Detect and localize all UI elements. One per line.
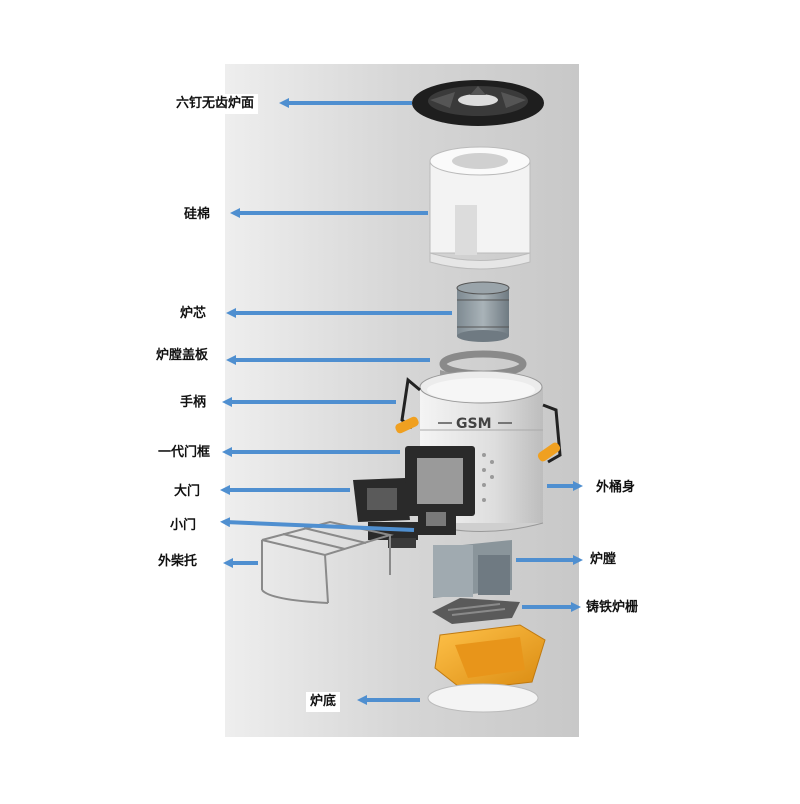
label-chamber-cover: 炉膛盖板 — [152, 346, 213, 366]
label-cast-iron-grate: 铸铁炉栅 — [582, 598, 643, 618]
gsm-logo: GSM — [438, 416, 512, 432]
arrows — [220, 98, 583, 705]
cast-iron-grate-part — [432, 598, 520, 624]
door-frame-part — [405, 446, 475, 516]
label-handle: 手柄 — [176, 393, 211, 413]
label-outer-bucket: 外桶身 — [592, 478, 640, 498]
label-stove-core: 炉芯 — [176, 304, 211, 324]
label-silica-wool: 硅棉 — [180, 205, 215, 225]
big-door-part — [353, 478, 410, 522]
label-big-door: 大门 — [170, 482, 205, 502]
label-stove-base: 炉底 — [306, 692, 341, 712]
gsm-logo-text: GSM — [456, 416, 492, 432]
silica-wool-part — [429, 146, 531, 270]
label-door-frame: 一代门框 — [154, 443, 215, 463]
chamber-part — [433, 540, 512, 598]
label-stove-top: 六钉无齿炉面 — [172, 94, 259, 114]
label-wood-rack: 外柴托 — [154, 552, 202, 572]
stove-core-part — [456, 281, 510, 342]
label-chamber: 炉膛 — [586, 550, 621, 570]
arrow-small-door — [220, 517, 415, 532]
label-small-door: 小门 — [166, 516, 201, 536]
stove-base-part — [427, 624, 546, 713]
stove-top-part — [412, 80, 544, 126]
wood-rack-part — [261, 520, 394, 604]
handles-part — [395, 377, 562, 464]
